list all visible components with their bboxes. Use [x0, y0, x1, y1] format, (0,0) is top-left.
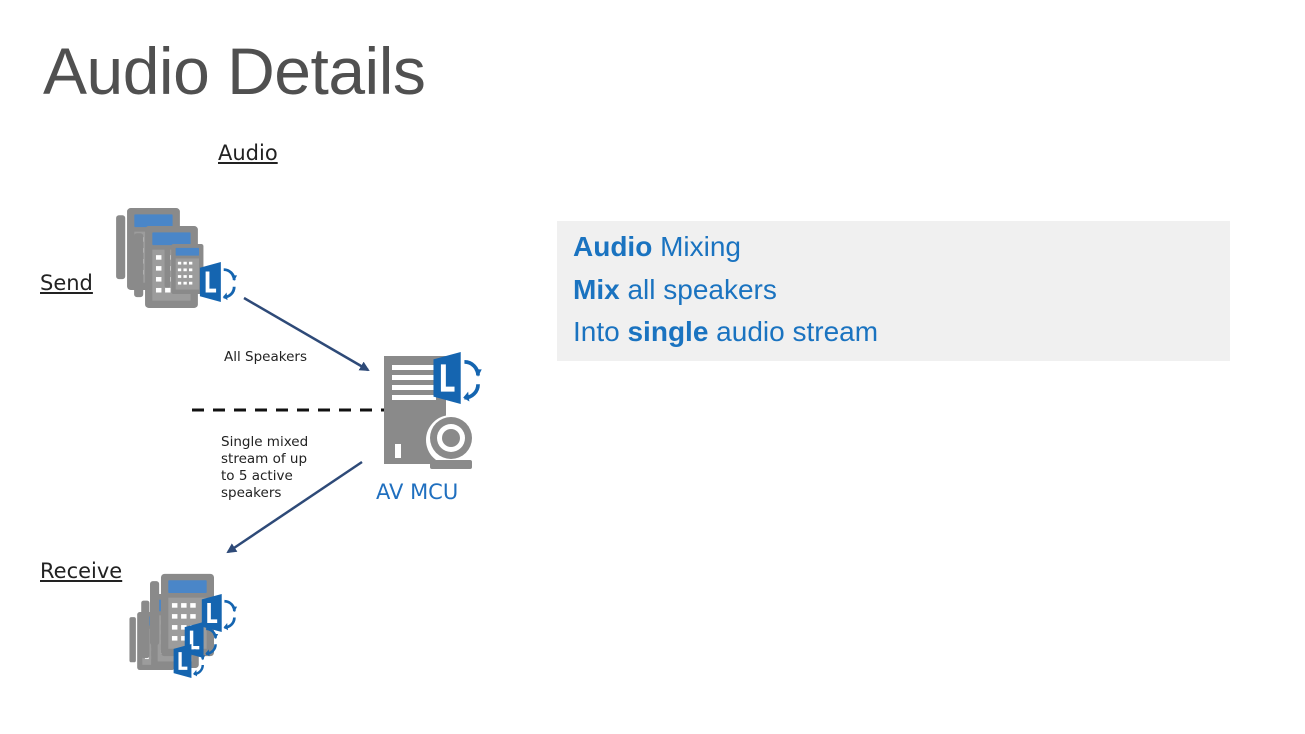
arrow-receive-label: Single mixed stream of up to 5 active sp…	[221, 434, 309, 501]
callout-box: Audio Mixing Mix all speakers Into singl…	[557, 221, 1230, 361]
lync-icon	[198, 262, 239, 302]
send-phones	[116, 208, 239, 308]
send-arrow	[243, 296, 370, 372]
page-title: Audio Details	[43, 34, 426, 108]
callout-line-3: Into single audio stream	[573, 316, 879, 347]
audio-section-label: Audio	[218, 141, 278, 165]
receive-label: Receive	[40, 559, 123, 583]
callout-line-2: Mix all speakers	[573, 274, 777, 305]
lync-icon	[200, 594, 239, 632]
receive-phones	[129, 573, 239, 678]
callout-line-1: Audio Mixing	[573, 231, 742, 262]
receive-arrow	[226, 460, 363, 554]
webcam-icon	[426, 415, 476, 469]
arrow-send-label: All Speakers	[224, 349, 307, 365]
server-label: AV MCU	[376, 480, 459, 504]
send-label: Send	[40, 271, 93, 295]
lync-icon	[433, 352, 481, 404]
